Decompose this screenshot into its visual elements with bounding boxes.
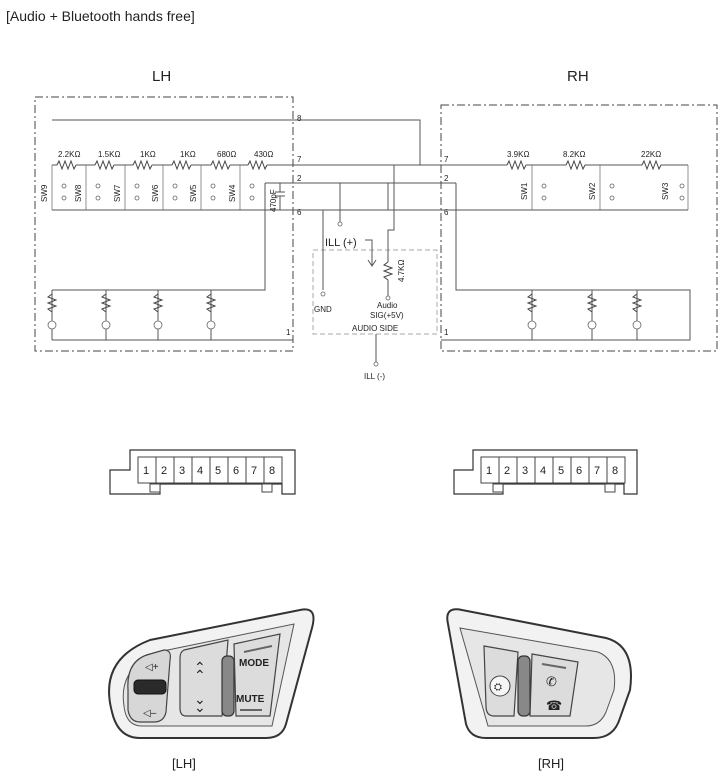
lh-label: LH bbox=[152, 68, 171, 85]
lh-connector-pin-7: 7 bbox=[251, 465, 257, 477]
lh-resistor-5: 680Ω bbox=[217, 150, 236, 159]
rh-resistor-1: 3.9KΩ bbox=[507, 150, 529, 159]
page-title: [Audio + Bluetooth hands free] bbox=[6, 8, 195, 24]
lh-mute-label: MUTE bbox=[236, 694, 265, 705]
lh-pin-2: 2 bbox=[297, 174, 302, 183]
rh-connector-pin-3: 3 bbox=[522, 465, 528, 477]
rh-connector-pin-6: 6 bbox=[576, 465, 582, 477]
lh-resistor-4: 1KΩ bbox=[180, 150, 196, 159]
rh-switch-sw2: SW2 bbox=[588, 182, 597, 200]
rh-connector-pin-1: 1 bbox=[486, 465, 492, 477]
rh-connector-pin-4: 4 bbox=[540, 465, 546, 477]
svg-text:⌃: ⌃ bbox=[194, 667, 206, 683]
rh-pin-2: 2 bbox=[444, 174, 449, 183]
rh-switch-sw1: SW1 bbox=[520, 182, 529, 200]
rh-connector-pin-7: 7 bbox=[594, 465, 600, 477]
svg-text:◁+: ◁+ bbox=[145, 662, 159, 673]
audio-side-label: AUDIO SIDE bbox=[352, 324, 398, 333]
capacitor-label: 470pF bbox=[269, 189, 278, 212]
lh-connector-pin-1: 1 bbox=[143, 465, 149, 477]
svg-text:⛭: ⛭ bbox=[494, 682, 502, 693]
lh-pin-6: 6 bbox=[297, 208, 302, 217]
lh-resistor-3: 1KΩ bbox=[140, 150, 156, 159]
lh-connector bbox=[109, 449, 296, 495]
rh-connector-pin-2: 2 bbox=[504, 465, 510, 477]
rh-resistor-3: 22KΩ bbox=[641, 150, 661, 159]
lh-switch-sw8: SW8 bbox=[74, 184, 83, 202]
svg-text:◁–: ◁– bbox=[143, 708, 157, 719]
lh-switch-sw4: SW4 bbox=[228, 184, 237, 202]
ill-minus-label: ILL (-) bbox=[364, 372, 385, 381]
lh-switch-box bbox=[34, 96, 294, 352]
rh-caption: [RH] bbox=[538, 756, 564, 771]
lh-switches bbox=[51, 165, 441, 211]
lh-connector-pin-5: 5 bbox=[215, 465, 221, 477]
lh-connector-pin-4: 4 bbox=[197, 465, 203, 477]
svg-text:⌃: ⌃ bbox=[194, 659, 206, 675]
lh-resistor-ladder bbox=[52, 159, 441, 171]
capacitor-470pf bbox=[275, 183, 285, 210]
lh-switch-sw5: SW5 bbox=[189, 184, 198, 202]
lh-connector-pin-3: 3 bbox=[179, 465, 185, 477]
rh-pin-7: 7 bbox=[444, 155, 449, 164]
rh-connector bbox=[453, 449, 638, 495]
rh-steering-switch: ⛭ ✆ ☎ bbox=[446, 608, 632, 739]
lh-switch-sw6: SW6 bbox=[151, 184, 160, 202]
lh-illumination-leds bbox=[46, 290, 293, 341]
lh-pin-8: 8 bbox=[297, 114, 302, 123]
rh-resistor-2: 8.2KΩ bbox=[563, 150, 585, 159]
rh-pin-6: 6 bbox=[444, 208, 449, 217]
lh-connector-pin-6: 6 bbox=[233, 465, 239, 477]
lh-resistor-2: 1.5KΩ bbox=[98, 150, 120, 159]
lh-connector-pin-8: 8 bbox=[269, 465, 275, 477]
audio-label: Audio bbox=[377, 301, 398, 310]
audio-side-box bbox=[312, 249, 438, 335]
rh-connector-pin-8: 8 bbox=[612, 465, 618, 477]
lh-resistor-1: 2.2KΩ bbox=[58, 150, 80, 159]
rh-label: RH bbox=[567, 68, 589, 85]
lh-switch-sw9: SW9 bbox=[40, 184, 49, 202]
lh-pin-1: 1 bbox=[286, 328, 291, 337]
lh-resistor-6: 430Ω bbox=[254, 150, 273, 159]
lh-steering-switch: ◁+ ◁– ⌃ ⌃ ⌄ ⌄ bbox=[108, 608, 315, 739]
lh-pin-7: 7 bbox=[297, 155, 302, 164]
rh-connector-pin-5: 5 bbox=[558, 465, 564, 477]
gnd-label: GND bbox=[314, 305, 332, 314]
rh-pin-1: 1 bbox=[444, 328, 449, 337]
lh-switch-sw7: SW7 bbox=[113, 184, 122, 202]
ill-plus-label: ILL (+) bbox=[325, 237, 357, 249]
center-wiring bbox=[320, 165, 395, 367]
svg-text:✆: ✆ bbox=[546, 674, 557, 689]
svg-text:⌄: ⌄ bbox=[194, 699, 206, 715]
resistor-4.7k-label: 4.7KΩ bbox=[397, 260, 406, 282]
rh-resistor-ladder bbox=[441, 159, 691, 341]
pin-2-wire bbox=[52, 182, 441, 291]
audio-sig-label: SIG(+5V) bbox=[370, 311, 404, 320]
lh-connector-pin-2: 2 bbox=[161, 465, 167, 477]
svg-text:☎: ☎ bbox=[546, 698, 562, 713]
rh-switch-box bbox=[440, 104, 718, 352]
lh-mode-label: MODE bbox=[239, 658, 269, 669]
rh-illumination-leds bbox=[526, 290, 643, 340]
lh-caption: [LH] bbox=[172, 756, 196, 771]
svg-text:⌄: ⌄ bbox=[194, 691, 206, 707]
rh-switch-sw3: SW3 bbox=[661, 182, 670, 200]
